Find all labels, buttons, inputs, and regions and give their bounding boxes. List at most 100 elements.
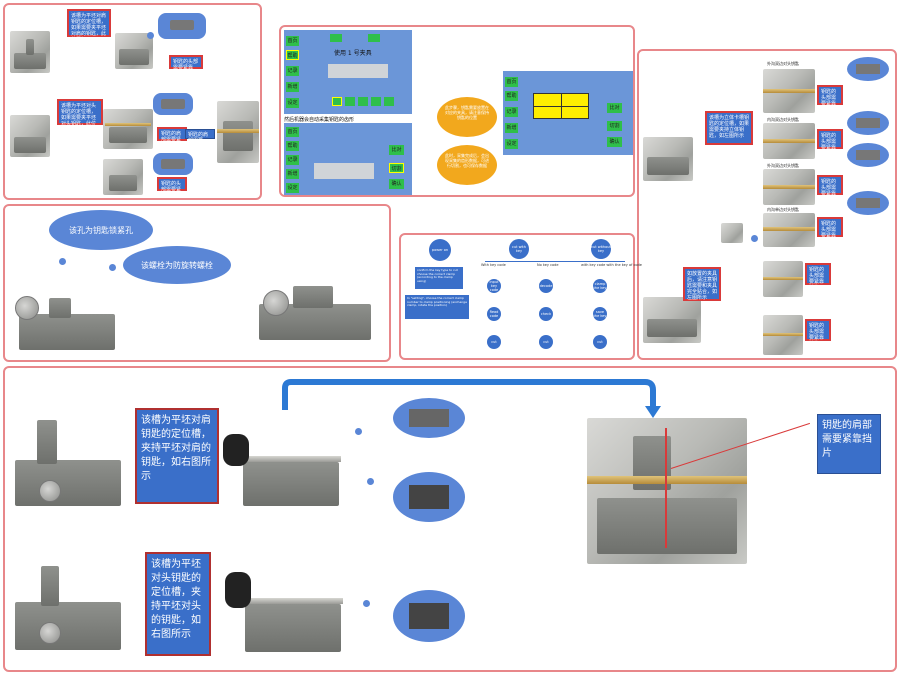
key-cloud-4	[847, 191, 889, 215]
clamp-photo-4	[103, 109, 153, 149]
panel-machine-ui: 首页 帮助 记录 新增 设定 使用 1 号夹具 然后机器会自动采集钥匙的齿形 首…	[279, 25, 635, 197]
action-cut-top[interactable]: 切割	[607, 121, 622, 131]
panel-flat-key-clamp: 该槽为平坯对肩钥匙的定位槽，如果需要夹平坯对肩的钥匙，此位置扣平 钥匙的头部需要…	[3, 3, 262, 200]
action-compare-top[interactable]: 比对	[607, 103, 622, 113]
node-cut-without: cut without key	[591, 239, 611, 259]
menu-settings-3[interactable]: 设定	[505, 139, 518, 149]
label-head-slot-big: 该槽为平坯对头钥匙的定位槽，夹持平坯对头的钥匙，如右图所示	[145, 552, 211, 656]
label-head-slot: 该槽为平坯对头钥匙的定位槽，如果需要夹平坯对头钥匙，此位置扣平	[57, 99, 103, 133]
note-5: 钥匙的头部需要紧靠挡片	[805, 263, 831, 291]
bullet-b3	[363, 600, 370, 607]
menu-help-3[interactable]: 帮助	[505, 91, 518, 101]
key-thumb-1	[158, 13, 206, 39]
bullet-b1	[355, 428, 362, 435]
key-photo-r2	[763, 123, 815, 159]
bullet-b2	[367, 478, 374, 485]
key-cloud-b1	[393, 398, 465, 438]
clamp-photo-b1	[9, 400, 127, 516]
menu-settings-2[interactable]: 设定	[286, 183, 299, 193]
note-6: 钥匙的头部需要紧靠挡片	[805, 319, 831, 347]
clamp-photo-1	[10, 31, 50, 73]
label-fit-check: 如放置的夹具后，请注意钥匙需要和夹具完全贴合，如左图所示	[683, 267, 721, 301]
step-1: input key code	[487, 279, 501, 293]
node-confirm-text: confirm the key type to cut choose the c…	[417, 268, 458, 283]
key-photo-r1	[763, 69, 815, 113]
clamp-photo-3	[10, 115, 50, 157]
action-cut[interactable]: 切割	[389, 163, 404, 173]
label-shoulder-contact: 钥匙的肩部需要紧靠	[157, 127, 187, 149]
clamp-photo-r1	[643, 137, 693, 181]
key-thumb-3	[153, 153, 193, 175]
key-photo-r5	[763, 261, 803, 297]
key-photo-r6	[763, 315, 803, 355]
bubble-1: 此步骤，钥匙需要放置在对应的夹具，请注意保持钥匙的位置	[437, 97, 497, 137]
clamp-photo-b2	[223, 410, 347, 518]
menu-home[interactable]: 首页	[286, 36, 299, 46]
label-no-code: No key code	[537, 263, 559, 267]
note-2: 钥匙的头部需要紧靠挡片	[817, 129, 843, 157]
clamp-photo-5	[103, 159, 143, 195]
caption-4: 内沟单边对头钥匙	[767, 207, 799, 212]
bubble-2: 此时，采集完成后，会出现采集的齿形数据，可进行切割，也可保存数据	[437, 145, 497, 185]
key-cloud-b3	[393, 590, 465, 642]
key-cloud-1	[847, 57, 889, 81]
menu-record[interactable]: 记录	[286, 66, 299, 76]
panel-dimple-key-clamp: 该槽为立体卡槽钥匙的定位槽，如果需要夹持立体钥匙，如左图所示 外沟双边对头钥匙 …	[637, 49, 897, 360]
arrow-connector	[282, 379, 661, 418]
key-photo-r3	[763, 169, 815, 205]
step-6: save the key	[593, 307, 607, 321]
menu-help-2[interactable]: 帮助	[286, 141, 299, 151]
data-grid	[533, 93, 589, 119]
menu-home-3[interactable]: 首页	[505, 77, 518, 87]
node-cut-side: cut with key	[509, 239, 529, 259]
cloud-anti-rotate: 该螺栓为防旋转螺栓	[123, 246, 231, 284]
arrow-label: 钥匙的肩部需要	[185, 129, 215, 144]
node-setting-text: In "setting", choose the correct clamp n…	[407, 296, 467, 307]
label-head-contact: 钥匙的头部需要紧靠	[169, 55, 203, 71]
label-shoulder-contact-big: 钥匙的肩部需要紧靠挡片	[817, 414, 881, 474]
clamp-photo-2	[115, 33, 153, 69]
step-2: decode	[539, 279, 553, 293]
step-8: cut	[539, 335, 553, 349]
screen-top: 首页 帮助 记录 新增 设定 使用 1 号夹具	[284, 30, 412, 114]
menu-add-3[interactable]: 新增	[505, 123, 518, 133]
label-with-code-2: with key code with the key of code	[581, 263, 642, 267]
node-power-on: power on	[429, 239, 451, 261]
caption-collect: 然后机器会自动采集钥匙的齿形	[284, 117, 355, 123]
clamp-closeup-b	[587, 418, 747, 564]
bullet-c2	[109, 264, 116, 271]
menu-help[interactable]: 帮助	[286, 50, 299, 60]
small-key-r	[721, 223, 743, 243]
key-outline-2	[314, 163, 374, 179]
menu-home-2[interactable]: 首页	[286, 127, 299, 137]
menu-settings[interactable]: 设定	[286, 98, 299, 108]
action-confirm-top[interactable]: 确认	[607, 137, 622, 147]
panel-flat-clamp-detail: 该槽为平坯对肩钥匙的定位槽，夹持平坯对肩的钥匙，如右图所示 该槽为平坯对头钥匙的…	[3, 366, 897, 672]
menu-add-2[interactable]: 新增	[286, 169, 299, 179]
action-confirm[interactable]: 确认	[389, 179, 404, 189]
clamp-title: 使用 1 号夹具	[334, 50, 372, 57]
key-thumb-2	[153, 93, 193, 115]
clamp-closeup	[217, 101, 259, 163]
label-dimple-slot: 该槽为立体卡槽钥匙的定位槽，如果需要夹持立体钥匙，如左图所示	[705, 111, 753, 145]
note-1: 钥匙的头部需要紧靠挡片	[817, 85, 843, 113]
action-compare[interactable]: 比对	[389, 145, 404, 155]
clamp-photo-b3	[9, 546, 127, 662]
panel-clamp-holes: 该孔为钥匙锁紧孔 该螺栓为防旋转螺栓	[3, 204, 391, 362]
clamp-photo-b4	[225, 552, 349, 664]
key-cloud-b2	[393, 472, 465, 522]
step-4: Read code	[487, 307, 501, 321]
clamp-photo-r2	[643, 297, 701, 343]
note-4: 钥匙的头部需要紧靠挡片	[817, 217, 843, 245]
menu-add[interactable]: 新增	[286, 82, 299, 92]
label-with-code: With key code	[481, 263, 506, 267]
note-3: 钥匙的头部需要紧靠挡片	[817, 175, 843, 203]
step-3: clamp the key	[593, 279, 607, 293]
step-7: cut	[487, 335, 501, 349]
menu-record-3[interactable]: 记录	[505, 107, 518, 117]
key-photo-r4	[763, 213, 815, 247]
key-cloud-3	[847, 143, 889, 167]
panel-flowchart: power on confirm the key type to cut cho…	[399, 233, 642, 360]
menu-record-2[interactable]: 记录	[286, 155, 299, 165]
clamp-photo-m2	[249, 268, 379, 354]
